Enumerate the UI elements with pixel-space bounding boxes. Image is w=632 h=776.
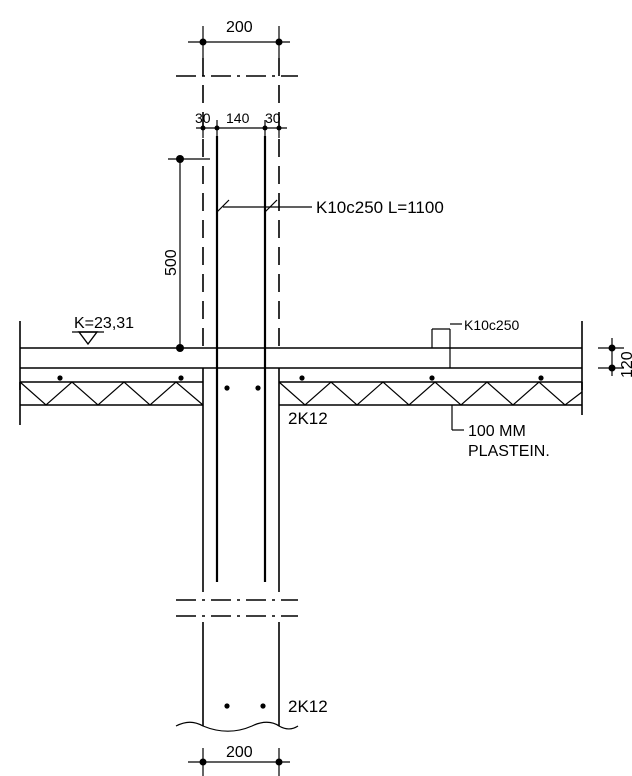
cover-dimension: 30 140 30 xyxy=(195,110,287,138)
slab-bar-leader: K10c250 xyxy=(431,317,519,368)
top-width-label: 200 xyxy=(226,19,253,36)
slab-rebar-dots xyxy=(57,375,544,381)
top-rebar-label: 2K12 xyxy=(288,409,328,428)
wall-bar-leader: K10c250 L=1100 xyxy=(216,198,444,217)
anchor-length-label: 500 xyxy=(163,249,180,276)
bottom-rebar-label: 2K12 xyxy=(288,697,328,716)
bottom-width-label: 200 xyxy=(226,744,253,761)
top-width-dimension: 200 xyxy=(188,19,290,58)
slab-thickness-dimension: 120 xyxy=(598,338,632,378)
bottom-width-dimension: 200 xyxy=(188,744,290,776)
cover-right-label: 30 xyxy=(265,110,281,126)
wall-bar-label: K10c250 L=1100 xyxy=(316,198,444,217)
insulation-label-line1: 100 MM xyxy=(468,423,526,440)
core-label: 140 xyxy=(226,110,250,126)
lower-wall-bottom: 2K12 xyxy=(175,622,328,732)
slab xyxy=(19,321,583,390)
insulation-leader: 100 MM PLASTEIN. xyxy=(451,405,550,460)
anchor-length-dimension: 500 xyxy=(163,155,210,352)
slab-bar-label: K10c250 xyxy=(464,317,519,333)
level-label: K=23,31 xyxy=(74,315,134,332)
insulation-layer xyxy=(19,381,583,425)
level-marker: K=23,31 xyxy=(72,315,134,346)
upper-wall xyxy=(202,58,280,368)
slab-thickness-label: 120 xyxy=(619,351,632,378)
lower-wall: 2K12 xyxy=(202,368,328,592)
insulation-label-line2: PLASTEIN. xyxy=(468,443,550,460)
